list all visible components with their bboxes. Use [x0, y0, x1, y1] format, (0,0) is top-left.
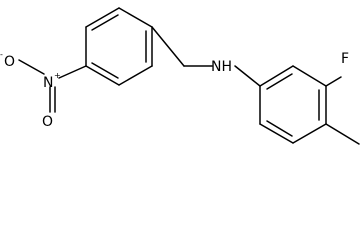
nitro-nitrogen-charge: +	[54, 71, 61, 80]
nitro-top-oxygen-bond	[18, 59, 45, 75]
nitro-top-oxygen-label: O	[4, 54, 15, 70]
ring2-inner-bond-bottom	[266, 120, 293, 137]
nitro-top-oxygen-charge: -	[0, 50, 3, 59]
ring2-inner-bond-top-left	[266, 73, 293, 90]
nitro-nitrogen-label: N	[43, 75, 53, 91]
benzylic-amine-linker: NH	[151, 26, 261, 87]
ring2-bond-bottom-right	[292, 123, 327, 144]
ring1-bond-bottom-right	[118, 65, 153, 86]
ring1-bond-top-right	[118, 7, 153, 28]
amine-label: NH	[211, 59, 232, 75]
ring2-substituents: F	[325, 51, 360, 145]
fluoromethylphenyl-ring	[259, 65, 327, 144]
amine-to-ring-bond	[234, 65, 261, 87]
ring1-bond-top-left	[85, 7, 120, 28]
ring-to-ch2-bond	[151, 26, 185, 67]
ring2-bond-left-top	[259, 65, 294, 87]
ring2-bond-bottom-left	[259, 123, 294, 144]
chemical-structure: O - N + O NH F	[0, 7, 360, 145]
nitro-bottom-oxygen-label: O	[42, 114, 53, 130]
ring1-inner-bond-bottom-left	[91, 62, 119, 79]
ring-to-nitro-bond	[58, 65, 87, 79]
ring1-bond-bottom-left	[85, 65, 120, 86]
ring2-bond-top-right	[292, 65, 327, 87]
nitro-group: O - N + O	[0, 50, 87, 130]
nitrophenyl-ring	[85, 7, 153, 86]
ring1-inner-bond-top-left	[91, 14, 119, 31]
ring-to-fluorine-bond	[325, 76, 342, 87]
fluorine-label: F	[341, 51, 349, 67]
methyl-bond	[325, 123, 360, 145]
